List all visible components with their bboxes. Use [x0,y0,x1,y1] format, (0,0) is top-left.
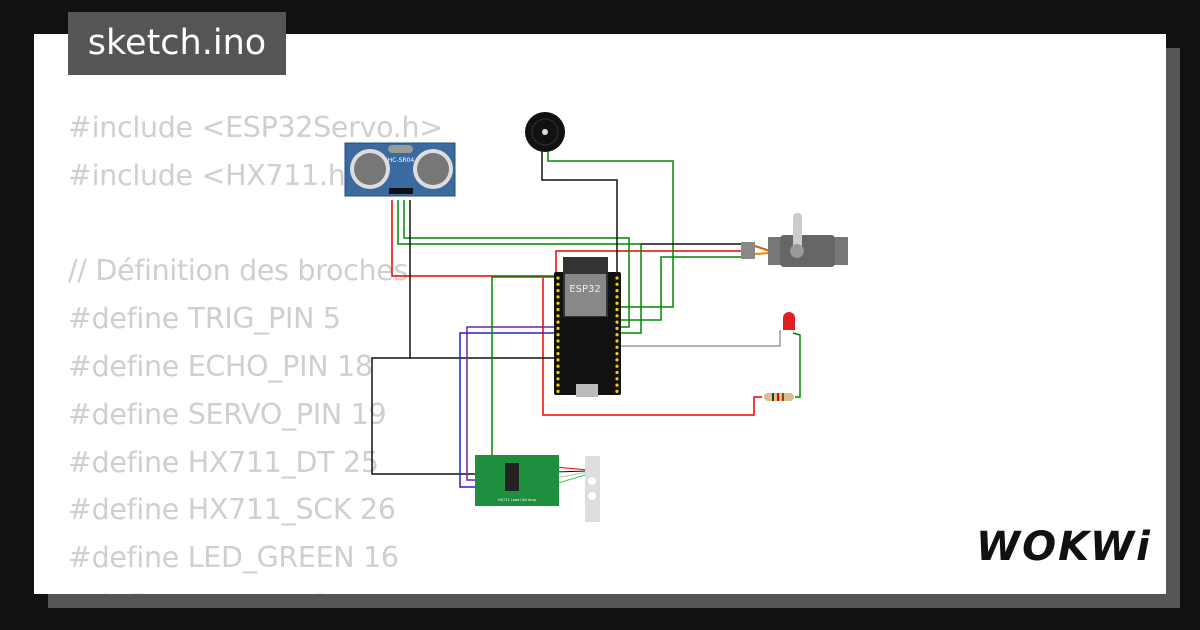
esp32-pin [615,282,619,286]
esp32-pin [556,326,560,330]
wire-green-buzzer [547,150,674,308]
buzzer[interactable] [525,112,565,152]
esp32-pin [556,295,560,299]
esp32-pin [556,377,560,381]
esp32-pin [556,352,560,356]
esp32-pin [556,333,560,337]
esp32-pin [615,301,619,305]
wire-loadcell-white [554,471,589,479]
file-tab-title: sketch.ino [68,12,286,75]
esp32-pin [615,364,619,368]
load-cell[interactable] [585,456,600,522]
esp32-pin [615,339,619,343]
esp32-pin [556,307,560,312]
esp32-pin [615,383,619,387]
esp32-pin [556,314,560,318]
esp32-pin [615,345,619,349]
esp32-pin [556,364,560,368]
wire-black-buzzer [541,150,618,275]
esp32-pin [615,289,619,293]
wire-green-hx-vcc [491,276,555,494]
code-line: #define TRIG_PIN 5 [68,302,341,336]
wire-green-servo [620,256,741,321]
wire-loadcell-black [554,470,589,473]
esp32-pin [556,345,560,349]
code-line: #define BUZZER 21 [68,582,443,594]
wire-gray-led [620,330,781,347]
led[interactable] [783,312,795,330]
wire-purple-dt [466,326,555,481]
esp32-pin [615,276,619,280]
esp32-pin [556,289,560,293]
wokwi-logo: WOKWi [976,524,1152,570]
esp32-pin [615,326,619,330]
wire-green-led [792,332,801,398]
esp32-pin [556,320,560,324]
esp32-pin [556,358,560,362]
resistor[interactable] [764,393,794,401]
servo-motor[interactable] [741,213,848,267]
esp32-pin [615,314,619,318]
hx711-module[interactable]: HX711 Load Cell Amp [475,455,559,506]
esp32-pin [615,352,619,356]
esp32-pin [556,370,560,375]
esp32-pin [615,333,619,337]
esp32-pin [615,307,619,312]
code-preview: #include <ESP32Servo.h> #include <HX711.… [68,104,443,594]
esp32-pin [556,282,560,286]
code-line: #define HX711_DT 25 [68,445,379,479]
hx711-label: HX711 Load Cell Amp [498,498,537,502]
code-line: #define ECHO_PIN 18 [68,349,373,383]
esp32-pin [615,358,619,362]
wire-loadcell-green [554,473,589,485]
code-line: #define HX711_SCK 26 [68,493,396,527]
ultrasonic-label: HC-SR04 [388,157,415,164]
esp32-pin [556,301,560,305]
esp32-board[interactable]: ESP32 [554,257,621,397]
esp32-pin [556,339,560,343]
wire-blue-sck [459,332,555,488]
code-line: #include <HX711.h> [68,158,370,192]
code-line: #define SERVO_PIN 19 [68,397,387,431]
esp32-pin [615,377,619,381]
wire-red-resistor [542,278,762,416]
wire-red-vcc [391,200,555,277]
esp32-pin [556,389,560,393]
wire-black-hx-gnd [371,357,480,475]
code-line: // Définition des broches [68,254,409,288]
esp32-pin [615,389,619,393]
wire-loadcell-red [554,466,589,471]
wire-red-servo [555,250,741,276]
wire-black-gnd [409,200,555,359]
esp32-pin [615,295,619,299]
esp32-pin [556,383,560,387]
esp32-pin [615,320,619,324]
esp32-pin [556,276,560,280]
esp32-label: ESP32 [569,284,600,295]
ultrasonic-sensor[interactable]: HC-SR04 [344,142,456,197]
code-line: #include <ESP32Servo.h> [68,111,443,144]
code-line: #define LED_GREEN 16 [68,541,399,575]
esp32-pin [615,370,619,375]
wire-green-echo [403,200,630,328]
